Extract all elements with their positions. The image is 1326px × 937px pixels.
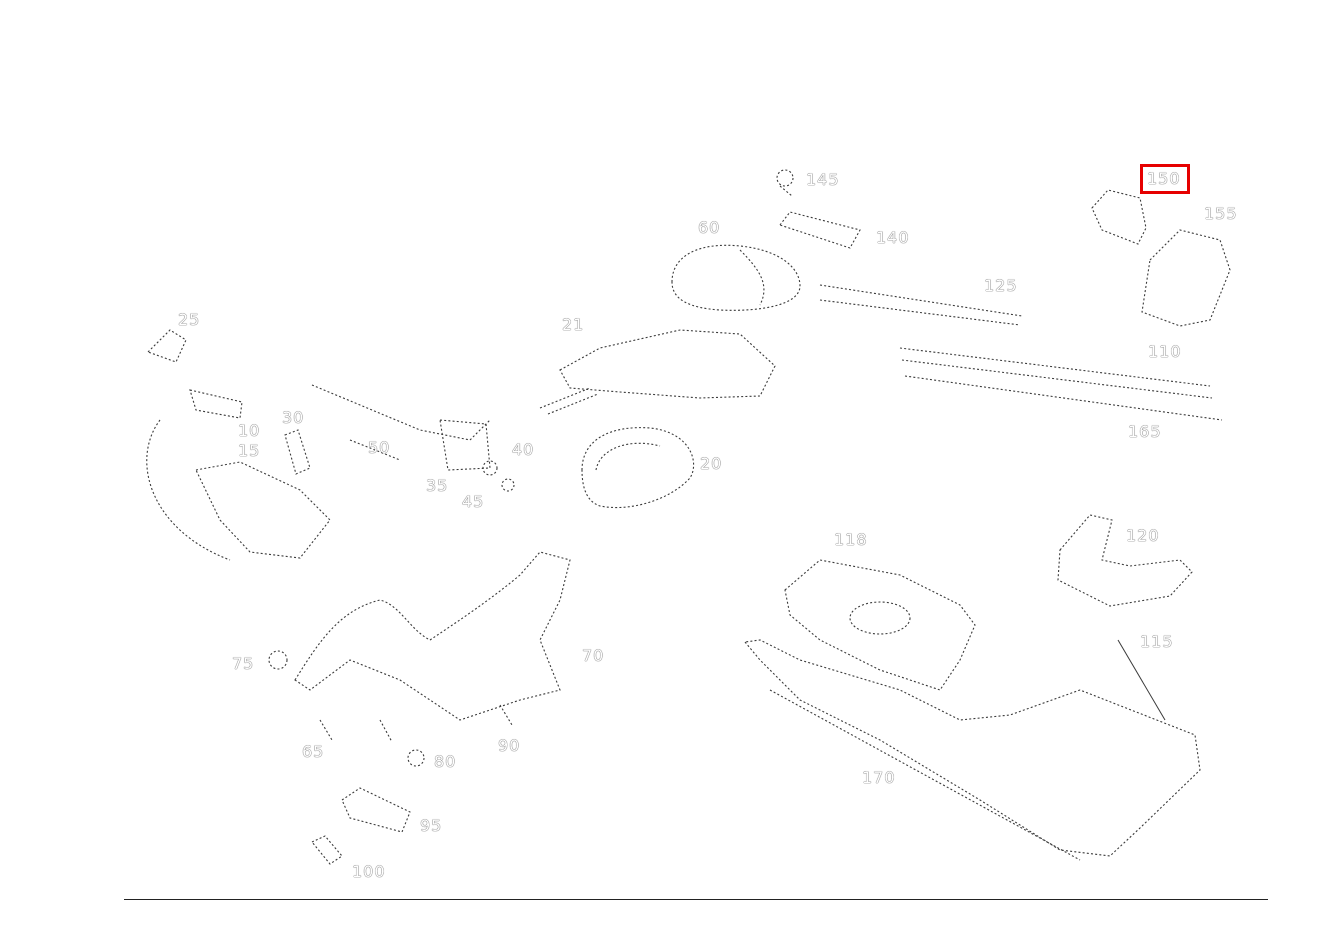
part-95 bbox=[341, 787, 411, 833]
part-10 bbox=[146, 389, 243, 561]
part-30 bbox=[284, 429, 311, 475]
label-25a: 25 bbox=[178, 310, 201, 329]
part-118 bbox=[784, 559, 976, 691]
label-120: 120 bbox=[1126, 526, 1160, 545]
part-110 bbox=[899, 347, 1213, 399]
label-70: 70 bbox=[582, 646, 605, 665]
label-40: 40 bbox=[512, 440, 535, 459]
label-75: 75 bbox=[232, 654, 255, 673]
label-150-highlighted: 150 bbox=[1147, 169, 1181, 188]
label-50: 50 bbox=[368, 438, 391, 457]
label-125: 125 bbox=[984, 276, 1018, 295]
label-80: 80 bbox=[434, 752, 457, 771]
part-115 bbox=[1117, 639, 1166, 721]
label-90: 90 bbox=[498, 736, 521, 755]
label-100: 100 bbox=[352, 862, 386, 881]
label-170: 170 bbox=[862, 768, 896, 787]
part-15 bbox=[195, 461, 331, 559]
part-21 bbox=[539, 329, 776, 415]
label-60: 60 bbox=[698, 218, 721, 237]
label-95: 95 bbox=[420, 816, 443, 835]
label-10: 10 bbox=[238, 421, 261, 440]
part-120 bbox=[1057, 514, 1193, 607]
bottom-rule bbox=[124, 899, 1268, 900]
part-60 bbox=[671, 244, 801, 311]
part-body bbox=[268, 551, 571, 767]
label-165: 165 bbox=[1128, 422, 1162, 441]
label-35: 35 bbox=[426, 476, 449, 495]
part-125 bbox=[819, 284, 1023, 326]
label-110: 110 bbox=[1148, 342, 1182, 361]
label-115: 115 bbox=[1140, 632, 1174, 651]
part-20 bbox=[146, 329, 187, 363]
label-155: 155 bbox=[1204, 204, 1238, 223]
part-145 bbox=[776, 169, 794, 197]
part-140 bbox=[779, 211, 861, 249]
part-35-40-45-50 bbox=[311, 384, 515, 492]
part-165 bbox=[904, 375, 1223, 421]
label-30: 30 bbox=[282, 408, 305, 427]
part-100 bbox=[311, 835, 343, 865]
label-15: 15 bbox=[238, 441, 261, 460]
label-140: 140 bbox=[876, 228, 910, 247]
part-170 bbox=[743, 639, 1201, 861]
part-150 bbox=[1091, 189, 1147, 245]
part-25 bbox=[581, 427, 695, 509]
part-155 bbox=[1141, 229, 1231, 327]
label-21: 21 bbox=[562, 315, 585, 334]
label-145: 145 bbox=[806, 170, 840, 189]
label-118: 118 bbox=[834, 530, 868, 549]
label-65: 65 bbox=[302, 742, 325, 761]
label-20: 20 bbox=[700, 454, 723, 473]
label-45: 45 bbox=[462, 492, 485, 511]
highlight-box-150: 150 bbox=[1140, 164, 1190, 194]
